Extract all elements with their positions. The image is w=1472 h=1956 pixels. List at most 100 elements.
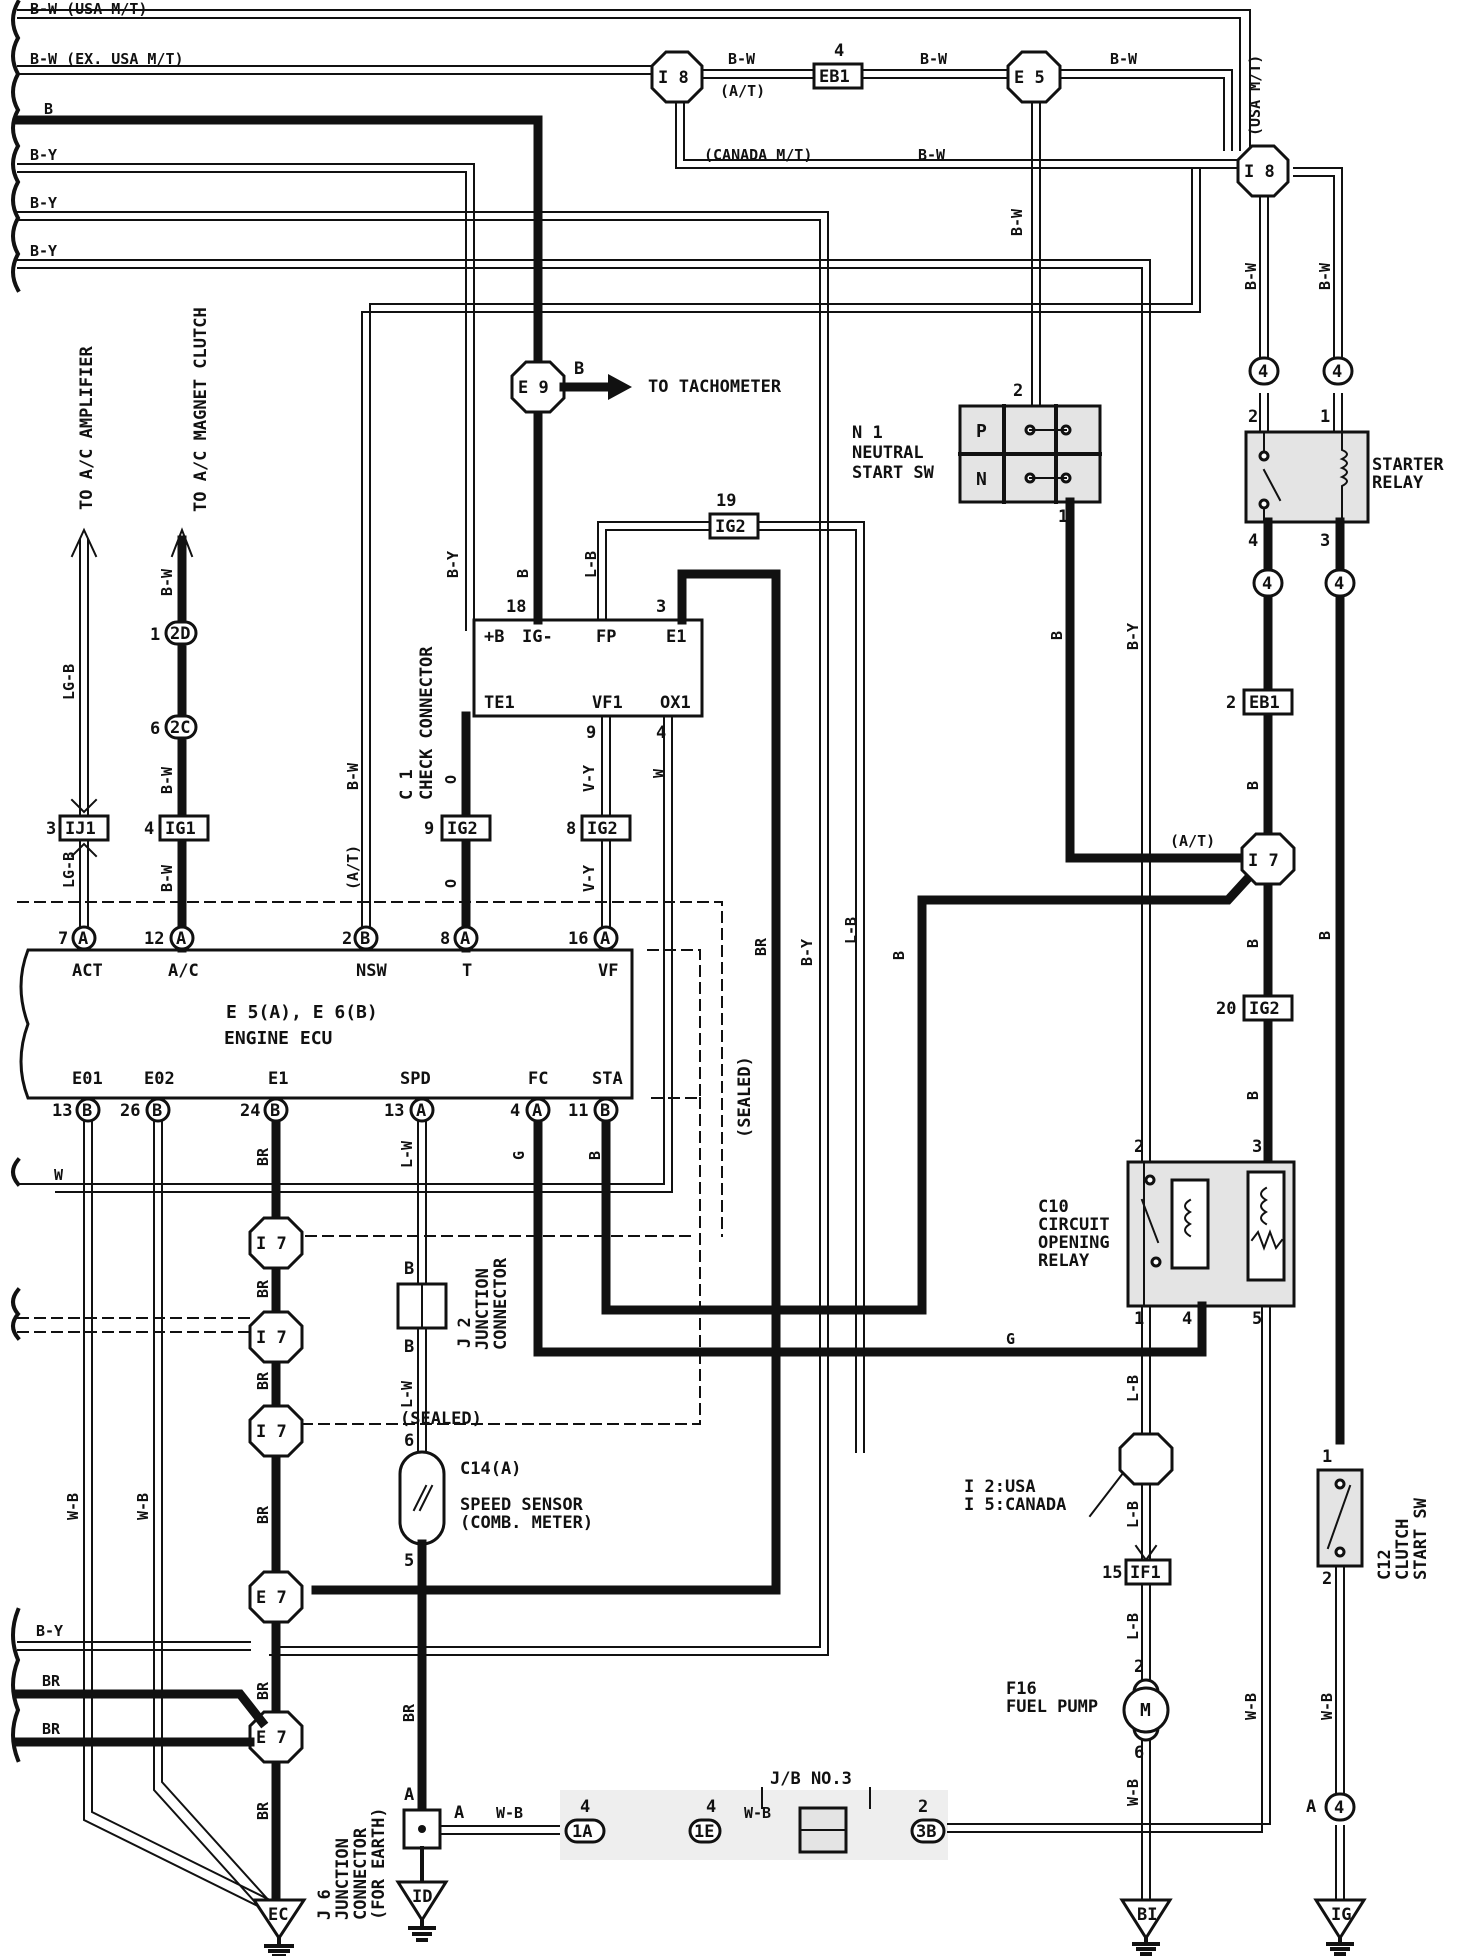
wl-wb-e01: W-B — [64, 1493, 82, 1520]
sealed-label-1: (SEALED) — [735, 1056, 755, 1138]
wl-by-1: B-Y — [30, 146, 57, 164]
conn-i8-right: I 8 — [1244, 162, 1275, 182]
wl-lw-1: L-W — [398, 1140, 416, 1168]
wl-at-nsw: (A/T) — [344, 845, 362, 890]
cs-name-1: CLUTCH — [1393, 1519, 1413, 1580]
conn-ig2-20-pin: 20 — [1216, 999, 1236, 1019]
cor-pin-5: 5 — [1252, 1309, 1262, 1329]
wl-lb-long: L-B — [842, 917, 860, 944]
wl-by-cc: B-Y — [444, 551, 462, 578]
wl-by-2: B-Y — [30, 194, 57, 212]
conn-ij1: IJ1 — [65, 819, 96, 839]
ss-id: C14(A) — [460, 1459, 521, 1479]
nsw-id: N 1 — [852, 423, 883, 443]
wl-o-1: O — [442, 775, 460, 784]
wl-bw-ac1: B-W — [158, 568, 176, 596]
conn-4-c: 4 — [1262, 574, 1272, 594]
ground-id: ID — [412, 1887, 432, 1907]
ground-ec: EC — [268, 1905, 288, 1925]
starter-relay: 2 1 4 3 STARTER RELAY — [1244, 407, 1444, 551]
wl-bw-b: B-W — [920, 50, 948, 68]
tach-wire-label: B — [574, 359, 584, 379]
wl-lgb-top: LG-B — [60, 664, 78, 700]
cs-pin-1: 1 — [1322, 1447, 1332, 1467]
wl-wb-fp: W-B — [1124, 1779, 1142, 1806]
ecu-ac: A/C — [168, 961, 199, 981]
conn-ig2-19: IG2 — [715, 517, 746, 537]
i2-usa-label: I 2:USA — [964, 1477, 1036, 1497]
nsw-pin-1: 1 — [1058, 507, 1068, 527]
sr-pin-4: 4 — [1248, 531, 1258, 551]
conn-3b: 3B — [916, 1822, 936, 1842]
wl-br-e1e: BR — [254, 1681, 272, 1700]
wl-b-sr: B — [1244, 781, 1262, 790]
conn-ig2-20: IG2 — [1249, 999, 1280, 1019]
conn-4-d: 4 — [1334, 574, 1344, 594]
speed-sensor: 6 5 C14(A) SPEED SENSOR (COMB. METER) — [398, 1431, 593, 1571]
cc-pin-9: 9 — [586, 723, 596, 743]
j6-name-1: JUNCTION — [333, 1838, 353, 1920]
sr-pin-3: 3 — [1320, 531, 1330, 551]
to-ac-amplifier: TO A/C AMPLIFIER — [77, 345, 97, 510]
wl-bw-g: B-W — [1316, 262, 1334, 290]
wl-lb-cor: L-B — [1124, 1375, 1142, 1402]
ecu-pin-ac-num: 12 — [144, 929, 164, 949]
conn-2c-pin: 6 — [150, 719, 160, 739]
conn-i7-right: I 7 — [1248, 851, 1279, 871]
ecu-pin-act-num: 7 — [58, 929, 68, 949]
conn-ig2-9: IG2 — [447, 819, 478, 839]
ground-bi: BI — [1137, 1905, 1157, 1925]
conn-i7-b: I 7 — [256, 1328, 287, 1348]
wl-w-ox: W — [650, 768, 668, 778]
cor-pin-2: 2 — [1134, 1137, 1144, 1157]
conn-ij1-pin: 3 — [46, 819, 56, 839]
wl-b-sta: B — [586, 1151, 604, 1160]
conn-4-e-pin: A — [1306, 1797, 1316, 1817]
wl-b-sr3: B — [1244, 1091, 1262, 1100]
wl-br-e1a: BR — [254, 1147, 272, 1166]
ecu-pin-fc-num: 4 — [510, 1101, 520, 1121]
wl-b-sr2: B — [1244, 939, 1262, 948]
ecu-pin-vf-conn: A — [600, 929, 610, 949]
nsw-pin-2: 2 — [1013, 381, 1023, 401]
fp-pin-6: 6 — [1134, 1743, 1144, 1763]
conn-ig2-8: IG2 — [587, 819, 618, 839]
conn-1a: 1A — [572, 1822, 592, 1842]
conn-if1: IF1 — [1130, 1563, 1161, 1583]
cc-pin-b: +B — [484, 627, 504, 647]
wl-bw-d: B-W — [918, 146, 946, 164]
wl-bw-nsw: B-W — [344, 762, 362, 790]
ecu-pin-e1-num: 24 — [240, 1101, 260, 1121]
sr-name-1: STARTER — [1372, 455, 1444, 475]
wl-bw-ac2: B-W — [158, 766, 176, 794]
conn-eb1-top: EB1 — [819, 67, 850, 87]
conn-1e-pin: 4 — [706, 1797, 716, 1817]
ecu-pin-sta-conn: B — [600, 1101, 610, 1121]
wl-br-e1b: BR — [254, 1279, 272, 1298]
cc-pin-te1: TE1 — [484, 693, 515, 713]
ecu-pin-t-num: 8 — [440, 929, 450, 949]
conn-i8-top: I 8 — [658, 68, 689, 88]
sr-name-2: RELAY — [1372, 473, 1424, 493]
wl-g-cor: G — [1006, 1330, 1015, 1348]
wl-bw-exusa: B-W (EX. USA M/T) — [30, 50, 184, 68]
wl-vy-2: V-Y — [580, 865, 598, 892]
ecu-id: E 5(A), E 6(B) — [226, 1002, 378, 1023]
wire-labels: B-W (USA M/T) B-W (EX. USA M/T) B B-Y B-… — [30, 0, 1336, 1822]
harness-break-marks — [11, 0, 21, 1763]
j6-pin-a-right: A — [454, 1803, 464, 1823]
ecu-pin-sta-num: 11 — [568, 1101, 588, 1121]
ecu-sta: STA — [592, 1069, 623, 1089]
cor-name-2: OPENING — [1038, 1233, 1110, 1253]
wl-wb-jb: W-B — [744, 1804, 771, 1822]
wl-b-nsw: B — [1048, 631, 1066, 640]
conn-eb1-right: EB1 — [1249, 693, 1280, 713]
wl-g-fc: G — [510, 1151, 528, 1160]
wl-by-mid: B-Y — [1124, 623, 1142, 650]
fuel-pump-m: M — [1140, 1700, 1151, 1721]
cc-pin-vf1: VF1 — [592, 693, 623, 713]
ecu-pin-act-conn: A — [78, 929, 88, 949]
wl-wb-e02: W-B — [134, 1493, 152, 1520]
wl-wb-j6: W-B — [496, 1804, 523, 1822]
cor-name-3: RELAY — [1038, 1251, 1090, 1271]
